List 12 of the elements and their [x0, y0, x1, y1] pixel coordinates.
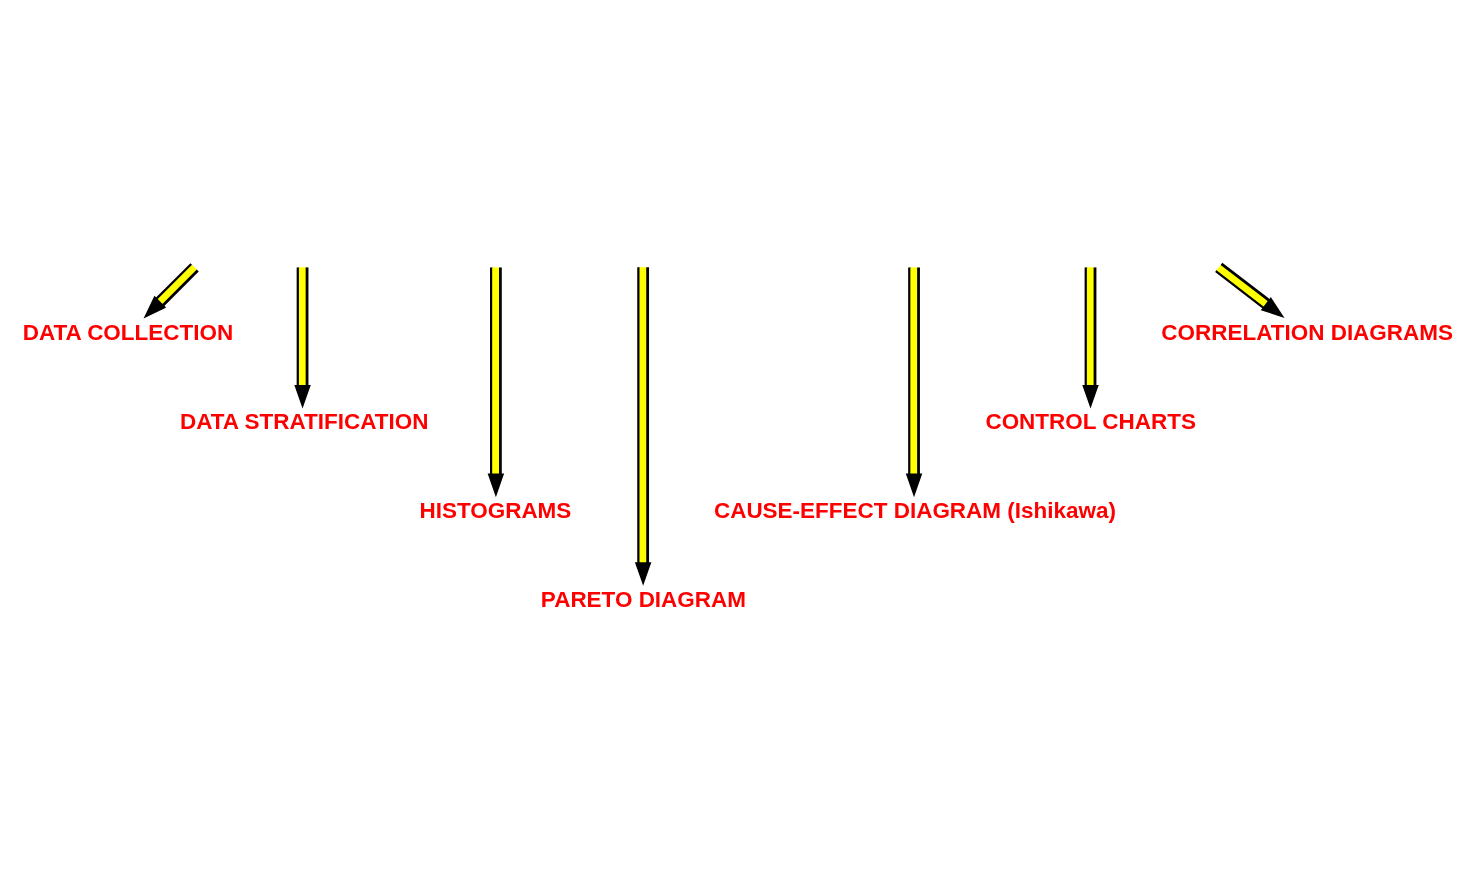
node-text: PARETO DIAGRAM — [540, 586, 746, 612]
node-text: DATA STRATIFICATION — [180, 409, 429, 435]
node-text: CORRELATION DIAGRAMS — [1161, 320, 1453, 346]
arrow — [905, 267, 923, 498]
arrow — [294, 267, 311, 409]
arrow — [487, 267, 505, 498]
arrow — [634, 267, 652, 586]
node-text: CAUSE-EFFECT DIAGRAM (Ishikawa) — [713, 497, 1116, 523]
node-text: DATA COLLECTION — [22, 320, 234, 346]
node-text: HISTOGRAMS — [419, 497, 572, 523]
node-text: CONTROL CHARTS — [985, 409, 1196, 435]
arrow — [1082, 267, 1099, 409]
